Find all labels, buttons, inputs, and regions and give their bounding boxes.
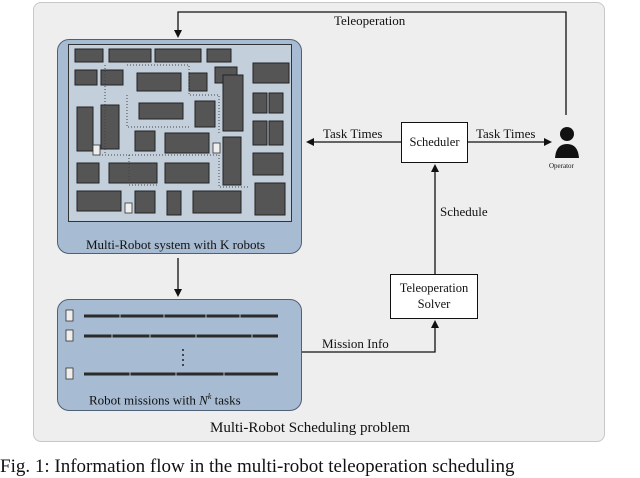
schedule-edge-label: Schedule	[440, 204, 488, 219]
teleoperation-edge-label: Teleoperation	[334, 13, 406, 28]
missions-label-symbol: N	[199, 392, 208, 408]
mission-info-edge-label: Mission Info	[322, 336, 389, 351]
operator-icon	[555, 127, 579, 158]
solver-label-line1: Teleoperation	[399, 280, 469, 295]
figure-caption: Fig. 1: Information flow in the multi-ro…	[0, 456, 515, 477]
map-panel-label: Multi-Robot system with K robots	[86, 237, 266, 252]
teleoperation-solver-box: Teleoperation Solver	[390, 274, 478, 319]
missions-label-sup: k	[207, 392, 212, 401]
warehouse-layout	[74, 48, 290, 216]
scheduler-label: Scheduler	[409, 134, 460, 149]
task-times-right-label: Task Times	[476, 126, 536, 141]
robot-icon	[65, 329, 74, 342]
warehouse-map	[68, 44, 292, 222]
solver-label-line2: Solver	[417, 296, 451, 311]
missions-panel-label: Robot missions with Nk tasks	[89, 392, 241, 408]
mission-info-arrow	[302, 326, 436, 353]
robot-icon	[212, 142, 221, 154]
missions-label-suffix: tasks	[211, 392, 241, 408]
teleoperation-arrow	[177, 11, 567, 115]
robot-icon	[65, 367, 74, 380]
robot-icon	[92, 144, 101, 156]
robot-missions-panel	[57, 299, 302, 411]
task-times-left-label: Task Times	[323, 126, 383, 141]
missions-label-prefix: Robot missions with	[89, 392, 200, 408]
robot-icon	[65, 309, 74, 322]
problem-title: Multi-Robot Scheduling problem	[210, 420, 410, 436]
scheduler-box: Scheduler	[401, 122, 468, 163]
robot-icon	[124, 202, 133, 214]
operator-label: Operator	[549, 162, 574, 170]
